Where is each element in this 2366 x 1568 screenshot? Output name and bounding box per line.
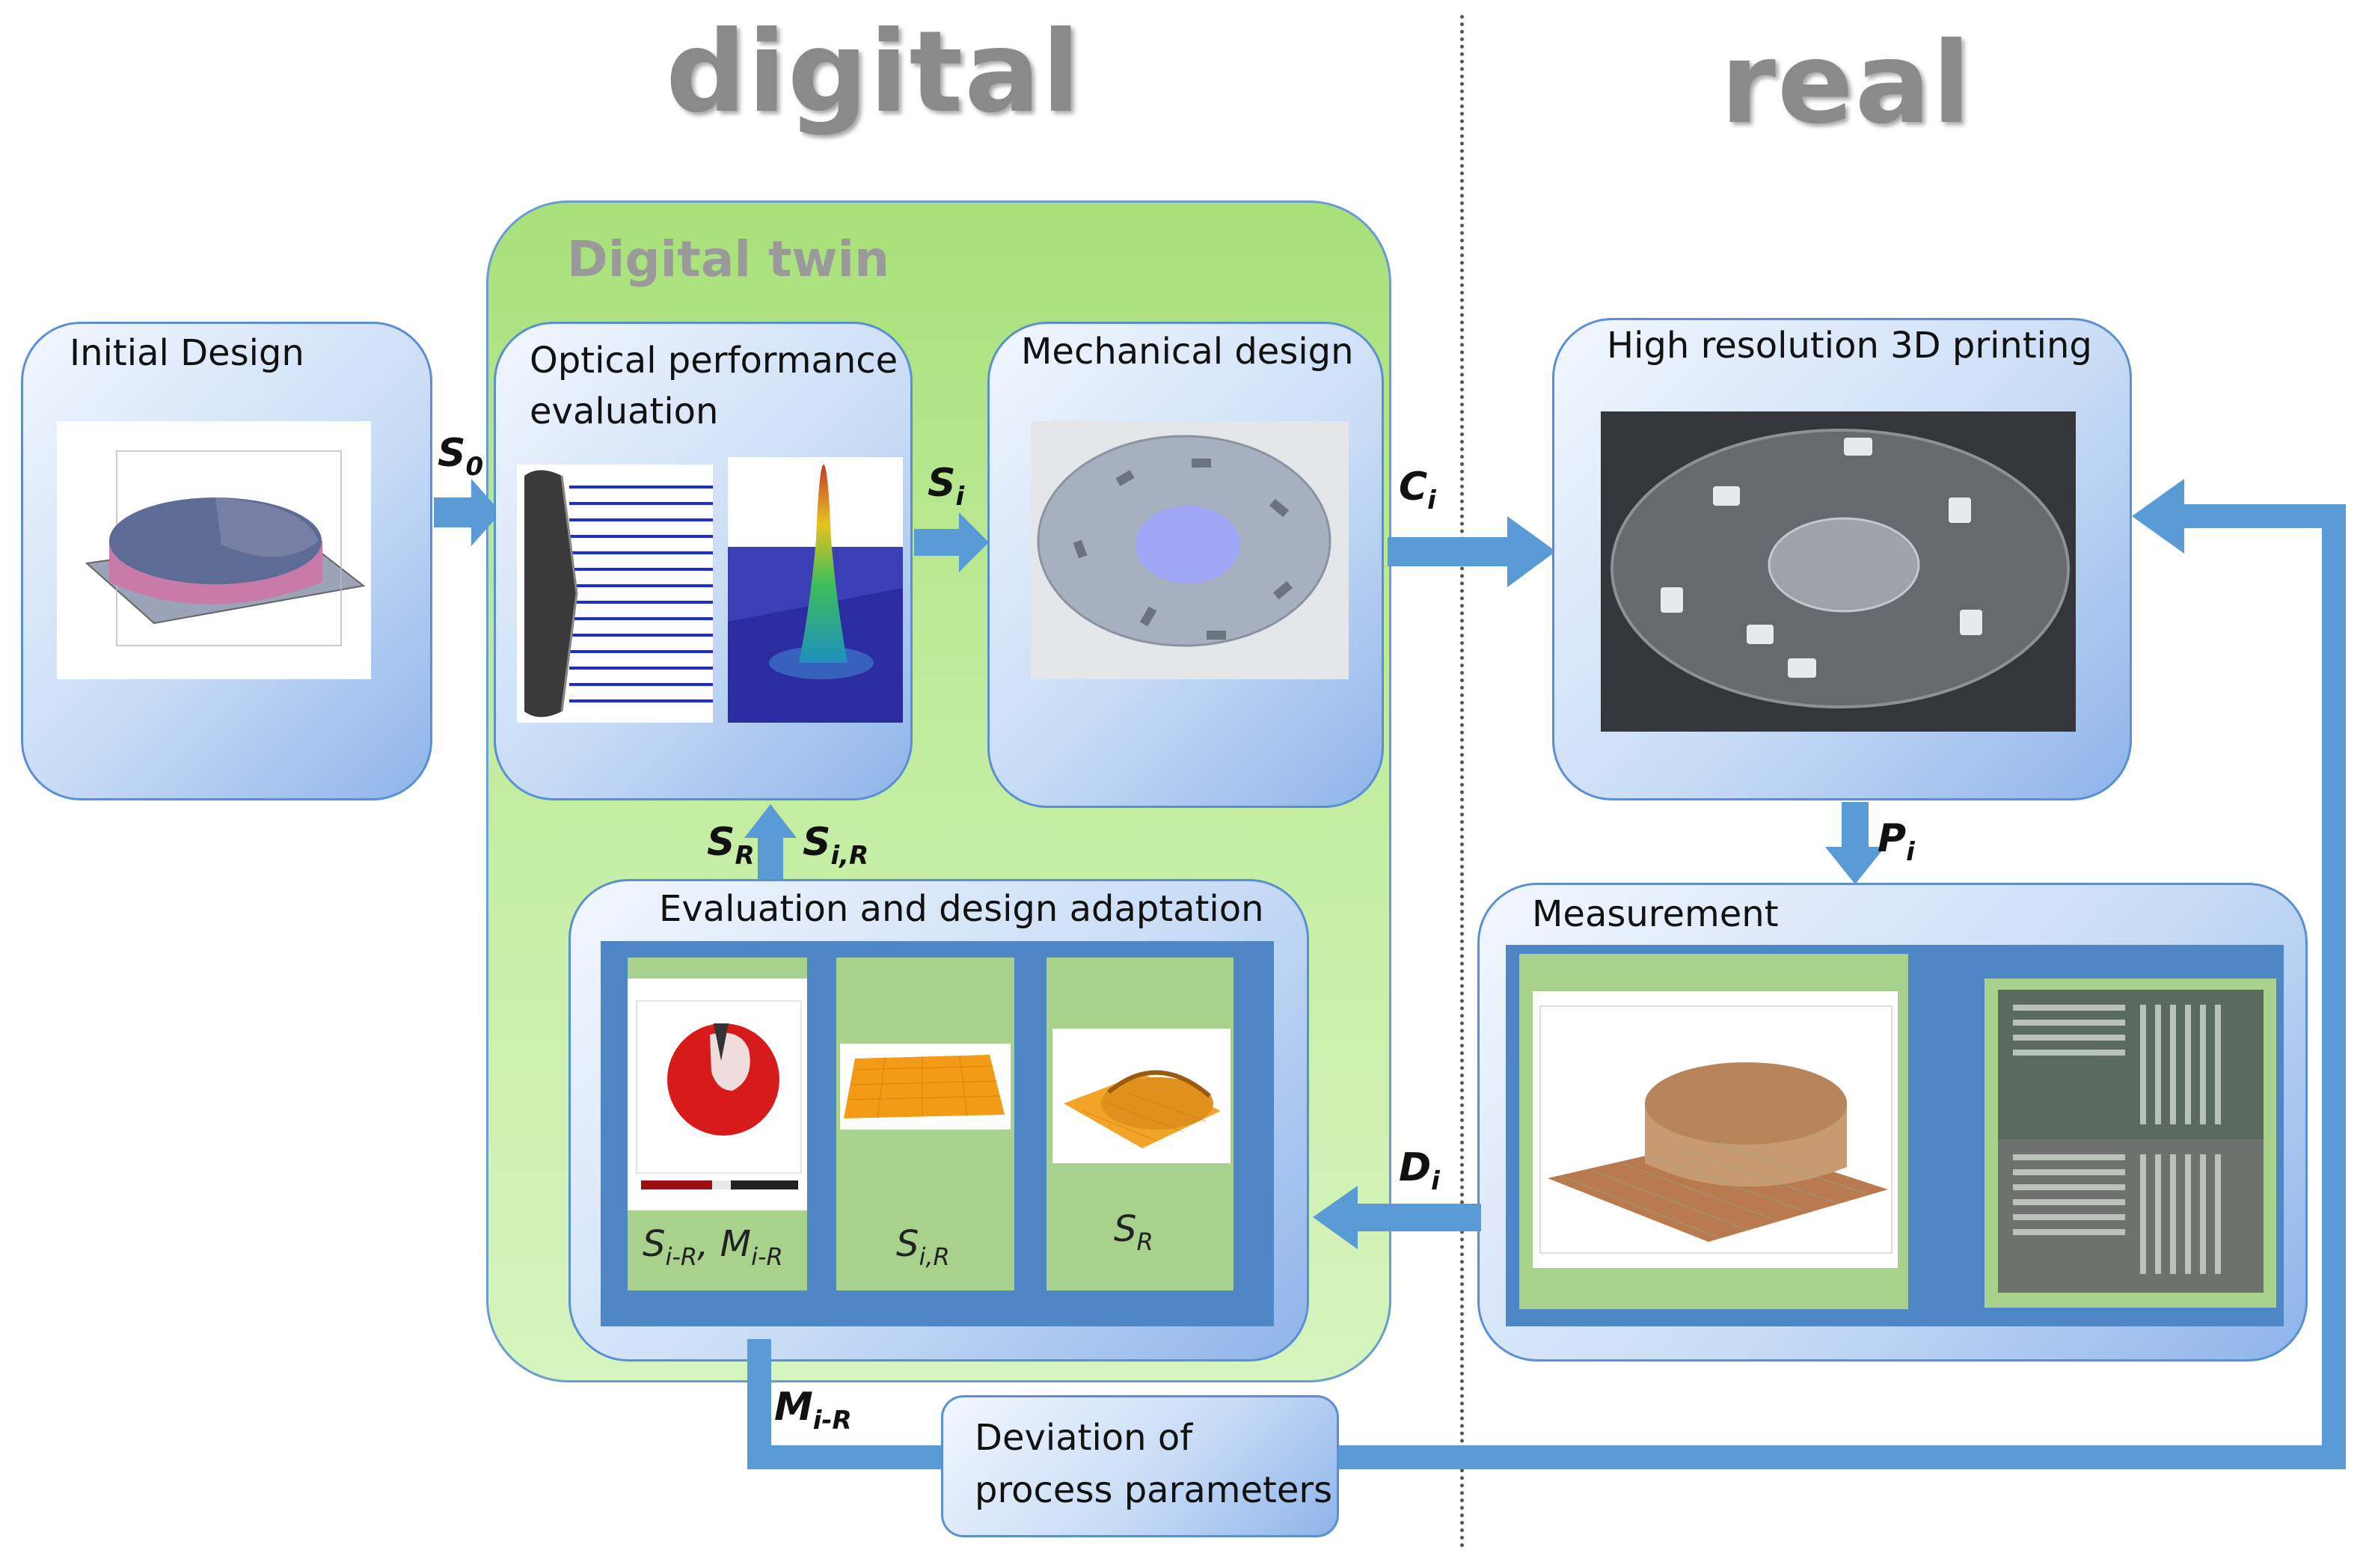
sir-surface-image xyxy=(840,1044,1011,1130)
ray-trace-image xyxy=(517,465,713,723)
arrow-si xyxy=(914,512,989,572)
deviation-title-1: Deviation of xyxy=(975,1417,1193,1459)
evaluation-title: Evaluation and design adaptation xyxy=(659,888,1264,930)
deviation-title-2: process parameters xyxy=(975,1469,1333,1511)
digital-real-divider xyxy=(1460,15,1464,1549)
measurement-mtf-target xyxy=(1985,979,2276,1308)
evaluation-box: Evaluation and design adaptation Si-R, M… xyxy=(568,879,1309,1362)
sr-surface-image xyxy=(1052,1029,1230,1163)
optical-evaluation-box: Optical performance evaluation xyxy=(494,322,913,800)
label-s0: S0 xyxy=(438,431,484,482)
initial-design-box: Initial Design xyxy=(21,322,432,800)
initial-design-title: Initial Design xyxy=(70,332,304,374)
eval-subpanel-sr: SR xyxy=(1046,958,1233,1290)
sir-panel-label: Si,R xyxy=(896,1223,950,1271)
printing-title: High resolution 3D printing xyxy=(1607,325,2092,367)
sr-panel-label: SR xyxy=(1114,1208,1153,1256)
evaluation-panel: Si-R, Mi-R Si,R xyxy=(601,941,1274,1326)
printing-box: High resolution 3D printing xyxy=(1552,318,2132,800)
label-ci: Ci xyxy=(1399,465,1436,515)
measurement-title: Measurement xyxy=(1532,893,1779,935)
optical-evaluation-title-1: Optical performance xyxy=(530,340,898,382)
arrow-pi xyxy=(1825,802,1885,884)
resolution-target-image xyxy=(1998,990,2264,1293)
height-map-plot xyxy=(1533,991,1898,1268)
arrow-sr-sir xyxy=(744,804,797,886)
deviation-map-image xyxy=(628,979,807,1210)
label-di: Di xyxy=(1399,1145,1440,1196)
initial-design-image xyxy=(57,421,371,679)
mechanical-design-image xyxy=(1031,421,1349,679)
printed-part-photo xyxy=(1601,411,2076,732)
heading-real: real xyxy=(1720,19,1973,149)
deviation-box: Deviation of process parameters xyxy=(941,1395,1339,1537)
digital-twin-title: Digital twin xyxy=(567,230,890,288)
eval-subpanel-sir: Si,R xyxy=(836,958,1014,1290)
label-sir: Si,R xyxy=(803,820,869,871)
arrow-di xyxy=(1313,1186,1481,1249)
eval-subpanel-deviation: Si-R, Mi-R xyxy=(628,958,807,1290)
heading-digital: digital xyxy=(666,7,1082,138)
label-sr: SR xyxy=(707,820,755,871)
deviation-panel-label: Si-R, Mi-R xyxy=(643,1223,783,1271)
measurement-height-map xyxy=(1519,954,1908,1309)
mechanical-design-title: Mechanical design xyxy=(1021,331,1354,373)
optical-evaluation-title-2: evaluation xyxy=(530,391,719,432)
label-mir: Mi-R xyxy=(774,1385,852,1436)
measurement-panel xyxy=(1506,945,2284,1326)
psf-plot-image xyxy=(728,457,903,723)
arrow-ci xyxy=(1388,516,1556,587)
label-si: Si xyxy=(928,461,965,512)
mechanical-design-box: Mechanical design xyxy=(987,322,1384,808)
arrow-s0 xyxy=(434,479,501,546)
label-pi: Pi xyxy=(1878,816,1915,867)
measurement-box: Measurement xyxy=(1477,883,2308,1362)
